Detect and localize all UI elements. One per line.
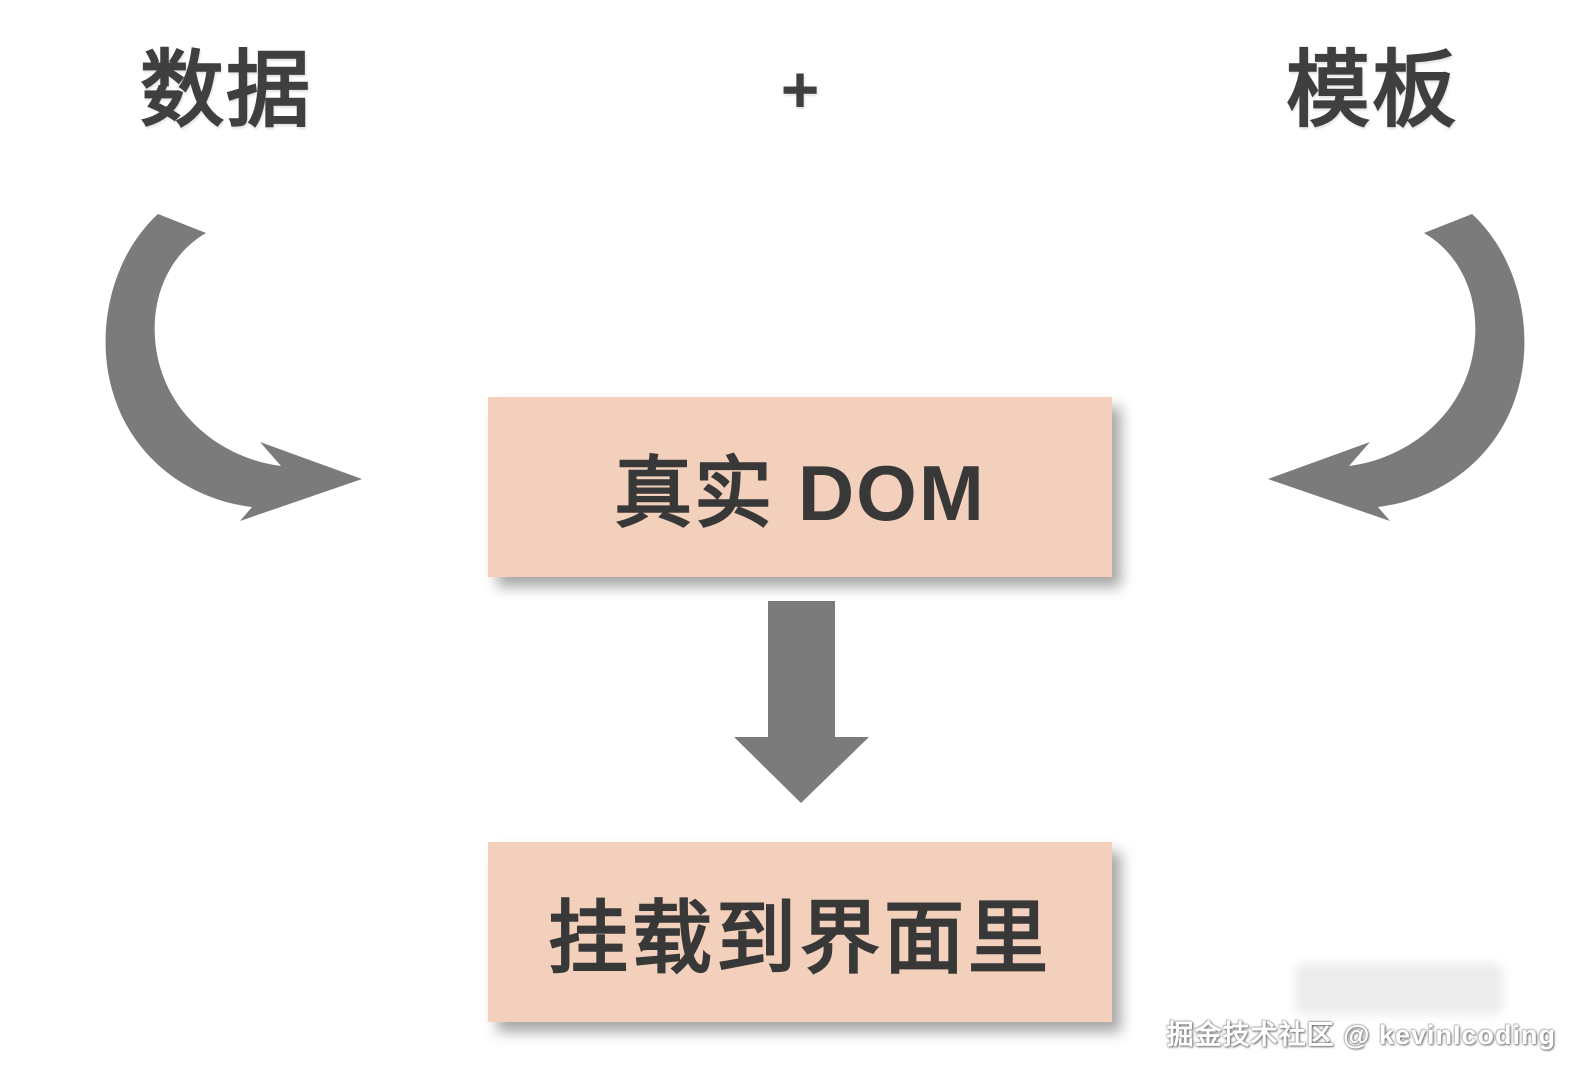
real-dom-box-label: 真实 DOM [614, 449, 986, 537]
label-template: 模板 [1286, 43, 1459, 137]
mount-box-label: 挂载到界面里 [548, 894, 1052, 983]
watermark-text: 掘金技术社区 @ kevinIcoding [1166, 1020, 1556, 1050]
watermark-ghost-blob [1295, 963, 1503, 1015]
curved-arrow-down-right-icon [105, 214, 362, 521]
block-arrow-down-icon [734, 601, 869, 803]
plus-operator: + [780, 52, 820, 126]
mount-box: 挂载到界面里 [488, 842, 1112, 1022]
curved-arrow-down-left-icon [1268, 214, 1525, 521]
real-dom-box: 真实 DOM [488, 397, 1112, 577]
label-data: 数据 [140, 43, 313, 137]
